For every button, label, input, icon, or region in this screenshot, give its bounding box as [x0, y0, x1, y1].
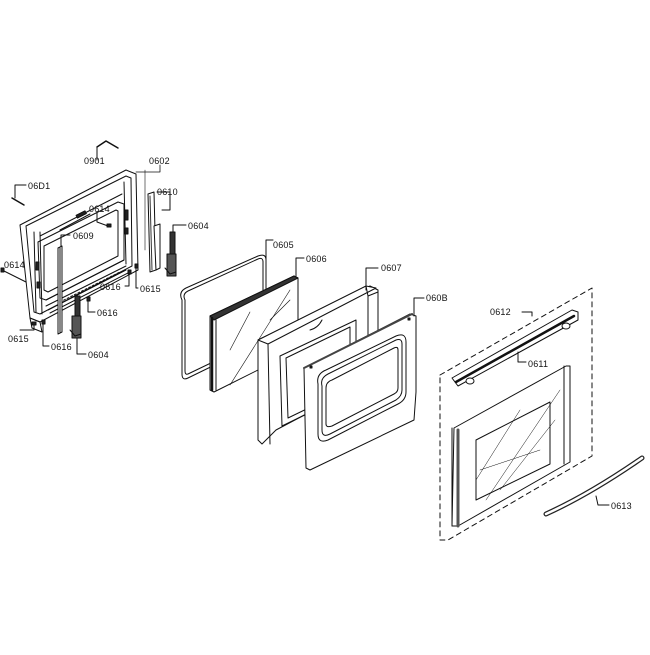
outer-door-assembly [439, 287, 593, 541]
part-label-0613: 0613 [611, 501, 632, 511]
part-label-0607: 0607 [381, 263, 402, 273]
part-label-0901: 0901 [84, 156, 105, 166]
part-label-0609: 0609 [73, 231, 94, 241]
part-label-0616-upper: 0616 [100, 282, 121, 292]
part-label-0604-upper: 0604 [188, 221, 209, 231]
door-handle [543, 455, 645, 517]
screws [0, 212, 139, 347]
middle-glass-pane [209, 257, 305, 393]
spring-clip-left [11, 184, 27, 206]
part-label-0612: 0612 [490, 307, 511, 317]
part-label-0601: 06D1 [28, 181, 51, 191]
part-label-0610: 0610 [157, 187, 178, 197]
spring-clip-top [96, 140, 119, 161]
side-strip-right [147, 191, 171, 273]
part-label-0615-upper: 0615 [140, 284, 161, 294]
part-label-0614-upper: 0614 [89, 204, 110, 214]
hinge-right [164, 224, 187, 277]
part-label-0605: 0605 [273, 240, 294, 250]
side-strip-left [57, 234, 71, 335]
inner-door-frame [19, 169, 139, 333]
part-label-0611: 0611 [528, 359, 549, 369]
hinge-left [69, 295, 87, 355]
part-label-0616-lower: 0616 [51, 342, 72, 352]
part-label-0616-middle: 0616 [97, 308, 118, 318]
part-label-0606: 0606 [306, 254, 327, 264]
part-label-0608: 060B [426, 293, 448, 303]
part-label-0615-lower: 0615 [8, 334, 29, 344]
door-inner-panel [303, 297, 425, 471]
part-label-0602: 0602 [149, 156, 170, 166]
part-label-0614-left: 0614 [4, 260, 25, 270]
part-label-0604-lower: 0604 [88, 350, 109, 360]
